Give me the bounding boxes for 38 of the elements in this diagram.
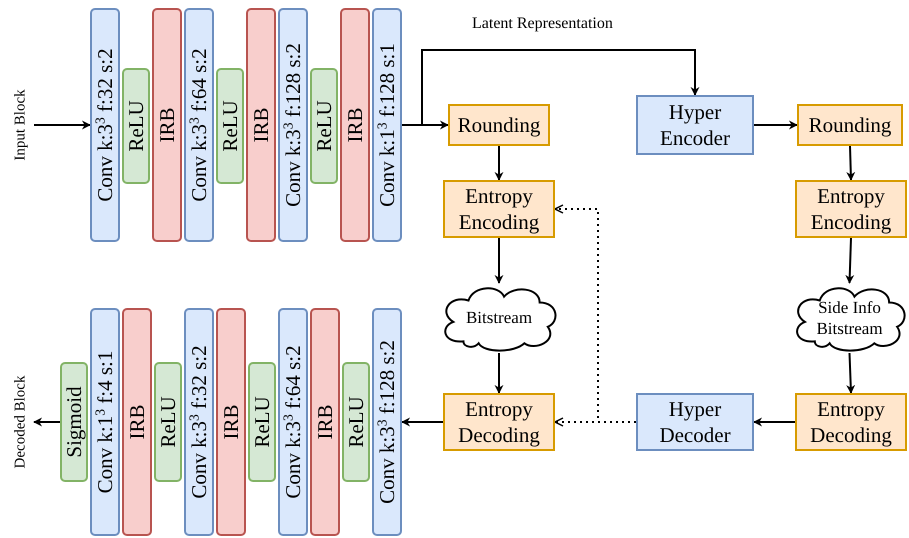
arrow [846,146,856,181]
arrow [33,418,60,426]
text-label: Decoded Block [8,360,34,484]
relu-layer: ReLU [248,362,276,482]
relu-layer: ReLU [342,362,370,482]
arrow [494,353,504,394]
process-box: Rounding [448,104,550,146]
relu-layer: ReLU [122,68,150,184]
irb-layer: IRB [246,8,276,242]
irb-layer: IRB [122,308,152,536]
irb-layer: IRB [340,8,370,242]
process-box: Hyper Encoder [636,95,754,155]
arrow [753,418,795,426]
relu-layer: ReLU [310,68,338,184]
process-box: Hyper Decoder [636,393,754,451]
cloud-label: Bitstream [464,307,534,329]
arrow [494,146,504,181]
process-box: Entropy Decoding [443,393,555,451]
relu-layer: ReLU [216,68,244,184]
process-box: Entropy Encoding [795,180,907,238]
irb-layer: IRB [216,308,246,536]
text-label: Input Block [8,70,34,180]
relu-layer: ReLU [154,362,182,482]
process-box: Entropy Encoding [443,180,555,238]
irb-layer: IRB [152,8,182,242]
arrow [845,238,854,284]
arrow [401,418,443,426]
sigmoid-layer: Sigmoid [60,362,88,482]
process-box: Entropy Decoding [795,393,907,451]
arrow [402,49,700,126]
irb-layer: IRB [310,308,340,536]
edge-label: Latent Representation [470,15,615,33]
cloud-label: Side Info Bitstream [815,296,884,340]
process-box: Rounding [797,104,903,146]
arrow [494,238,504,284]
arrow [754,120,798,130]
arrow [34,120,91,130]
arrow [846,352,856,394]
